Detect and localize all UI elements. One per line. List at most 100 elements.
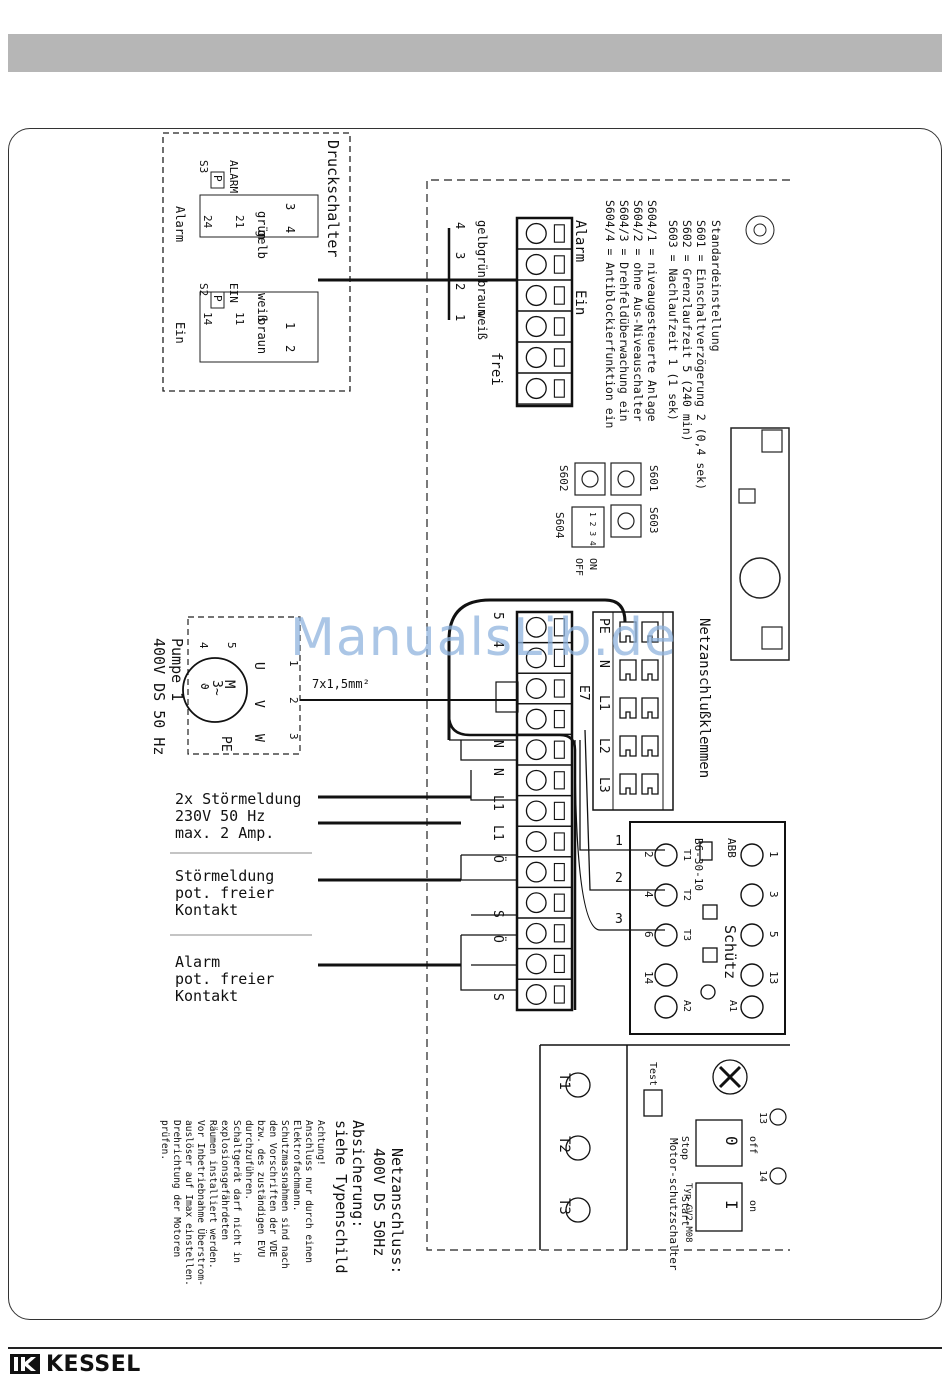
svg-text:L1: L1 xyxy=(490,795,505,811)
svg-text:4: 4 xyxy=(197,642,210,649)
contactor-pin: 1 xyxy=(740,843,780,867)
footer-rule xyxy=(8,1347,942,1349)
svg-text:S603 = Nachlaufzeit 1: S603 = Nachlaufzeit 1 (1 sek) xyxy=(666,220,680,421)
mains-socket xyxy=(641,773,659,795)
terminal-cell xyxy=(516,310,573,343)
terminal-cell xyxy=(516,794,573,827)
contactor-pin-label: 2 xyxy=(642,851,655,858)
contactor-t-label: T2 xyxy=(681,889,692,901)
svg-text:3: 3 xyxy=(615,912,623,927)
svg-text:3: 3 xyxy=(287,733,300,740)
svg-text:2: 2 xyxy=(453,283,467,290)
svg-text:Ö: Ö xyxy=(490,935,507,943)
svg-text:S604/4 = Antiblockierfunktion: S604/4 = Antiblockierfunktion ein xyxy=(603,200,617,428)
svg-text:weiß: weiß xyxy=(255,293,269,322)
svg-text:A1: A1 xyxy=(727,1000,738,1012)
svg-text:7x1,5mm²: 7x1,5mm² xyxy=(312,677,370,691)
svg-text:braun: braun xyxy=(255,318,269,354)
svg-text:N: N xyxy=(490,740,505,748)
svg-text:pot. freier: pot. freier xyxy=(175,970,274,988)
svg-text:L1: L1 xyxy=(596,695,611,711)
svg-text:Ö: Ö xyxy=(490,855,507,863)
contactor-pin-label: 4 xyxy=(642,891,655,898)
svg-text:ON: ON xyxy=(587,558,598,570)
main-terminal-strip: E7 5 4 N N L1 L1 Ö S Ö S xyxy=(490,610,591,1012)
svg-text:5: 5 xyxy=(225,642,238,649)
svg-text:ϑ: ϑ xyxy=(198,683,211,690)
warning-line: durchzuführen. xyxy=(243,1120,254,1200)
svg-text:off: off xyxy=(747,1136,758,1154)
svg-text:PE: PE xyxy=(596,618,611,634)
svg-text:Stop: Stop xyxy=(679,1136,690,1160)
terminal-cell xyxy=(516,917,573,950)
svg-text:T3: T3 xyxy=(556,1198,572,1215)
svg-text:S601 = Einschaltverzögerung 2: S601 = Einschaltverzögerung 2 (0,4 sek) xyxy=(694,220,708,490)
svg-text:2: 2 xyxy=(615,871,623,886)
svg-text:weiß: weiß xyxy=(475,311,489,340)
svg-text:Alarm: Alarm xyxy=(175,953,220,971)
terminal-cell xyxy=(516,372,573,405)
svg-text:S2: S2 xyxy=(197,283,210,296)
svg-text:on: on xyxy=(747,1200,758,1212)
svg-text:Schütz: Schütz xyxy=(721,925,739,979)
terminal-cell xyxy=(516,764,573,797)
svg-text:EIN: EIN xyxy=(227,283,240,303)
svg-text:Netzanschluss:: Netzanschluss: xyxy=(388,1148,406,1274)
terminal-cell xyxy=(516,217,573,250)
terminal-cell xyxy=(516,856,573,889)
svg-text:13: 13 xyxy=(757,1112,768,1124)
warning-line: bzw. des zuständigen EVU xyxy=(255,1120,266,1258)
svg-text:4: 4 xyxy=(283,226,297,233)
warning-line: Anschluss nur durch einen xyxy=(303,1120,314,1263)
svg-text:grün: grün xyxy=(475,249,489,278)
svg-text:M: M xyxy=(221,680,237,688)
svg-text:gelb: gelb xyxy=(475,220,489,249)
svg-text:grün: grün xyxy=(255,211,269,240)
warning-line: Drehrichtung der Motoren xyxy=(171,1120,182,1257)
side-notes: 2x Störmeldung 230V 50 Hz max. 2 Amp. St… xyxy=(175,790,301,1005)
svg-text:Kontakt: Kontakt xyxy=(175,987,238,1005)
mains-socket xyxy=(619,659,637,681)
watermark: ManualsLib.de xyxy=(290,608,678,668)
svg-text:3: 3 xyxy=(453,252,467,259)
svg-text:2: 2 xyxy=(287,697,300,704)
svg-text:3: 3 xyxy=(283,203,297,210)
svg-text:N: N xyxy=(490,768,505,776)
svg-text:5: 5 xyxy=(490,612,505,620)
svg-text:frei: frei xyxy=(488,352,504,386)
terminal-cell xyxy=(516,248,573,281)
svg-text:PE: PE xyxy=(218,736,233,752)
diagram-frame xyxy=(8,128,942,1320)
contactor-pin-label: 5 xyxy=(767,931,780,938)
settings-legend: Standardeinstellung S601 = Einschaltverz… xyxy=(603,200,775,490)
svg-text:Störmeldung: Störmeldung xyxy=(175,867,274,885)
contactor-pin-label: 14 xyxy=(642,971,655,985)
warning-line: Vor Inbetriebnahme Überstrom- xyxy=(195,1120,206,1286)
contactor-coil-a1: A1 xyxy=(727,995,764,1019)
contactor-pin: 13 xyxy=(740,963,780,987)
warning-line: Achtung! xyxy=(315,1120,326,1166)
mains-socket xyxy=(641,735,659,757)
mains-terminals: Netzanschlußklemmen PE N L1 L2 L3 xyxy=(592,611,712,811)
mains-socket xyxy=(641,659,659,681)
warning-line: Schaltgerät darf nicht in xyxy=(231,1120,242,1263)
svg-text:S: S xyxy=(490,993,505,1001)
svg-text:Alarm: Alarm xyxy=(572,220,588,262)
svg-text:Alarm: Alarm xyxy=(173,206,187,242)
svg-text:S602: S602 xyxy=(557,465,570,492)
svg-text:T2: T2 xyxy=(556,1136,572,1153)
terminal-cell xyxy=(516,703,573,736)
contactor-t-label: T1 xyxy=(681,849,692,861)
svg-text:Ein: Ein xyxy=(173,322,187,344)
svg-text:E7: E7 xyxy=(576,685,591,701)
mains-socket xyxy=(619,621,637,643)
svg-text:S603: S603 xyxy=(647,507,660,534)
svg-text:11: 11 xyxy=(233,312,246,325)
svg-text:Motor-schutzschalter: Motor-schutzschalter xyxy=(667,1138,680,1271)
svg-text:14: 14 xyxy=(201,312,214,326)
svg-text:Typ GV2-M08: Typ GV2-M08 xyxy=(683,1183,693,1243)
pump-1: 7x1,5mm² M 3~ ϑ U V W PE 1 2 3 4 5 Pumpe… xyxy=(150,616,518,755)
mains-socket xyxy=(619,697,637,719)
svg-text:1 2 3 4: 1 2 3 4 xyxy=(588,512,597,546)
